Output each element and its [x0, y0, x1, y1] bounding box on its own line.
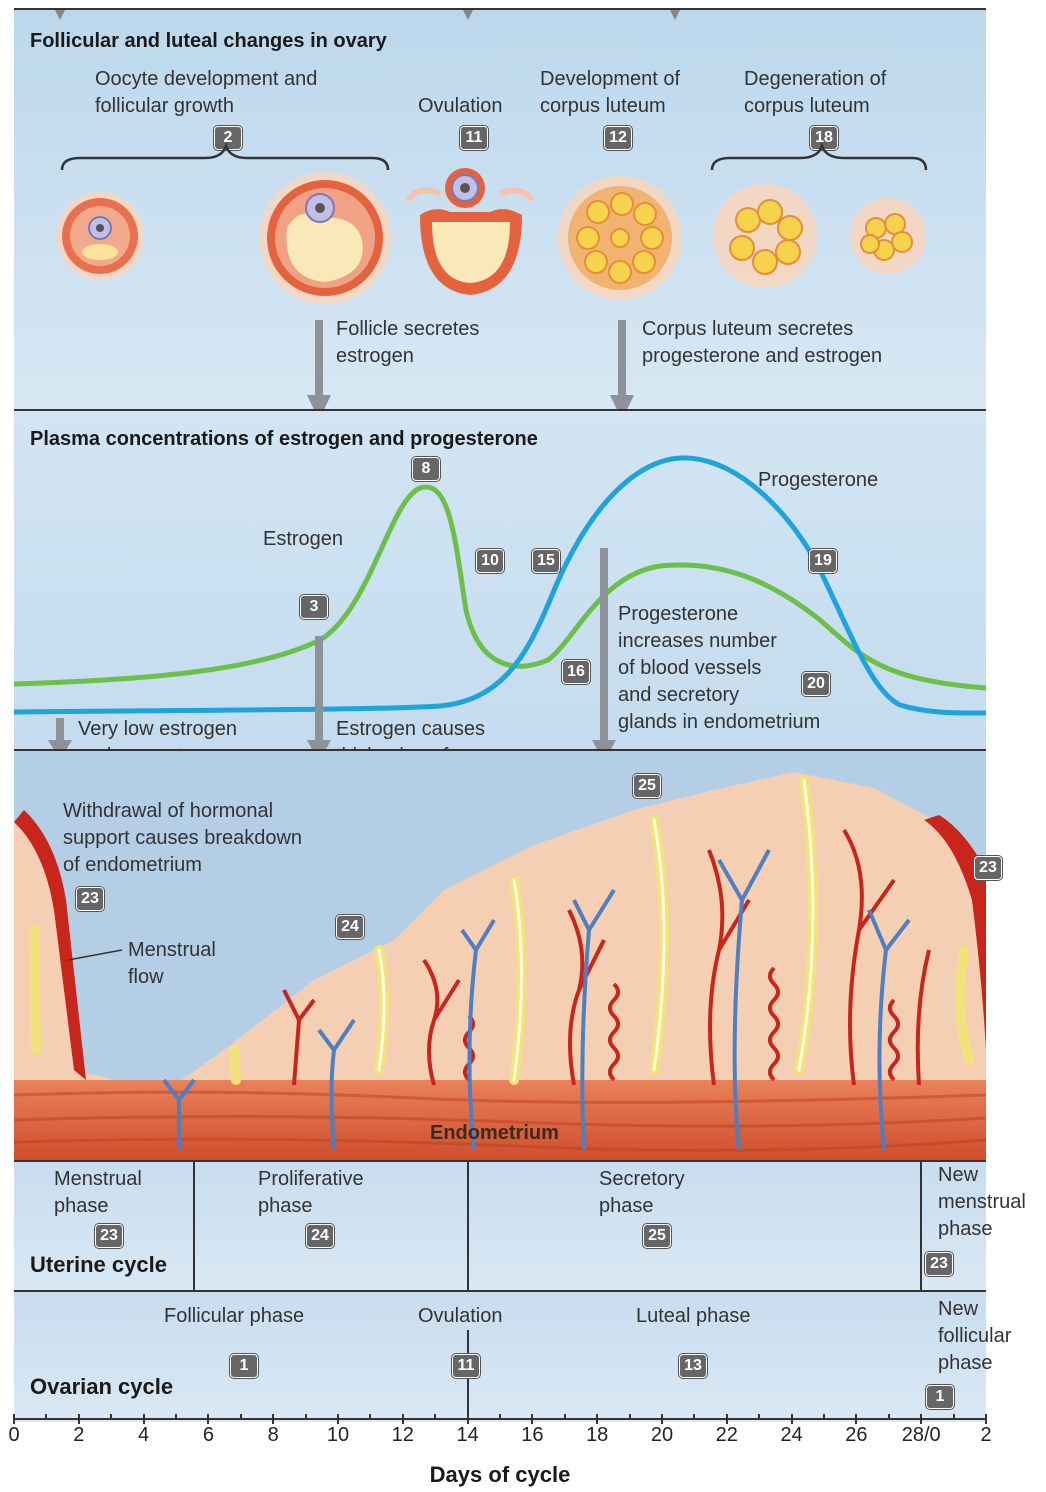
axis-tick-label: 6 [183, 1424, 233, 1447]
estrogen-label: Estrogen [263, 526, 343, 553]
axis-tick [13, 1414, 15, 1424]
axis-tick [693, 1414, 695, 1420]
hormone-chart [0, 0, 1046, 800]
divider [14, 749, 986, 751]
axis-tick [499, 1414, 501, 1420]
axis-tick [629, 1414, 631, 1420]
divider [193, 1160, 195, 1290]
axis-tick [791, 1414, 793, 1424]
axis-tick [78, 1414, 80, 1424]
axis-tick-label: 2 [961, 1424, 1011, 1447]
axis-tick [240, 1414, 242, 1420]
new-menstrual-phase-label: New menstrual phase [938, 1162, 1026, 1243]
axis-tick [888, 1414, 890, 1420]
axis-tick-label: 8 [248, 1424, 298, 1447]
badge-23-left: 23 [76, 887, 104, 911]
axis-tick [596, 1414, 598, 1424]
axis-tick [434, 1414, 436, 1420]
withdrawal-label: Withdrawal of hormonal support causes br… [63, 798, 302, 879]
badge-15: 15 [532, 549, 560, 573]
axis-tick [305, 1414, 307, 1420]
axis-tick-label: 22 [702, 1424, 752, 1447]
badge-1: 1 [230, 1354, 258, 1378]
axis-tick [920, 1414, 922, 1424]
ovarian-cycle-title: Ovarian cycle [30, 1374, 173, 1400]
axis-tick [758, 1414, 760, 1420]
badge-24: 24 [306, 1224, 334, 1248]
badge-23-right: 23 [974, 856, 1002, 880]
axis-tick [402, 1414, 404, 1424]
secretory-phase-label: Secretory phase [599, 1166, 685, 1220]
axis-tick-label: 0 [0, 1424, 39, 1447]
badge-8: 8 [412, 457, 440, 481]
progesterone-effect-label: Progesterone increases number of blood v… [618, 601, 820, 736]
divider [467, 1160, 469, 1290]
axis-tick-label: 2 [54, 1424, 104, 1447]
axis-tick [207, 1414, 209, 1424]
axis-tick-label: 20 [637, 1424, 687, 1447]
axis-tick [45, 1414, 47, 1420]
axis-tick [953, 1414, 955, 1420]
badge-24: 24 [336, 915, 364, 939]
axis-tick [985, 1414, 987, 1424]
luteal-phase-label: Luteal phase [636, 1303, 751, 1330]
axis-title: Days of cycle [0, 1462, 1000, 1488]
badge-25: 25 [643, 1224, 671, 1248]
badge-25: 25 [633, 774, 661, 798]
axis-tick [272, 1414, 274, 1424]
axis-tick-label: 18 [572, 1424, 622, 1447]
axis-tick-label: 14 [443, 1424, 493, 1447]
badge-19: 19 [809, 549, 837, 573]
axis-tick [531, 1414, 533, 1424]
menstrual-flow-label: Menstrual flow [128, 937, 216, 991]
proliferative-phase-label: Proliferative phase [258, 1166, 364, 1220]
ovulation-label: Ovulation [418, 1303, 503, 1330]
badge-10: 10 [476, 549, 504, 573]
axis-tick-label: 4 [119, 1424, 169, 1447]
badge-1: 1 [926, 1385, 954, 1409]
badge-23: 23 [925, 1252, 953, 1276]
badge-11: 11 [452, 1354, 480, 1378]
axis-tick [855, 1414, 857, 1424]
axis-tick [175, 1414, 177, 1420]
follicular-phase-label: Follicular phase [164, 1303, 304, 1330]
axis-tick-label: 12 [378, 1424, 428, 1447]
axis-tick-label: 10 [313, 1424, 363, 1447]
estrogen-curve [14, 487, 986, 688]
badge-13: 13 [679, 1354, 707, 1378]
axis-tick [564, 1414, 566, 1420]
axis-tick [143, 1414, 145, 1424]
axis-tick [337, 1414, 339, 1424]
axis-tick-label: 24 [767, 1424, 817, 1447]
axis-tick [369, 1414, 371, 1420]
badge-23: 23 [95, 1224, 123, 1248]
axis-tick-label: 16 [507, 1424, 557, 1447]
axis-tick [823, 1414, 825, 1420]
progesterone-label: Progesterone [758, 467, 878, 494]
axis-tick-label: 28/0 [896, 1424, 946, 1447]
axis-tick [661, 1414, 663, 1424]
axis-tick [467, 1414, 469, 1424]
badge-16: 16 [562, 660, 590, 684]
menstrual-phase-label: Menstrual phase [54, 1166, 142, 1220]
badge-3: 3 [300, 595, 328, 619]
new-follicular-phase-label: New follicular phase [938, 1296, 1011, 1377]
uterine-cycle-title: Uterine cycle [30, 1252, 167, 1278]
axis-tick [110, 1414, 112, 1420]
endometrium-label: Endometrium [430, 1120, 559, 1147]
axis-tick [726, 1414, 728, 1424]
axis-tick-label: 26 [831, 1424, 881, 1447]
